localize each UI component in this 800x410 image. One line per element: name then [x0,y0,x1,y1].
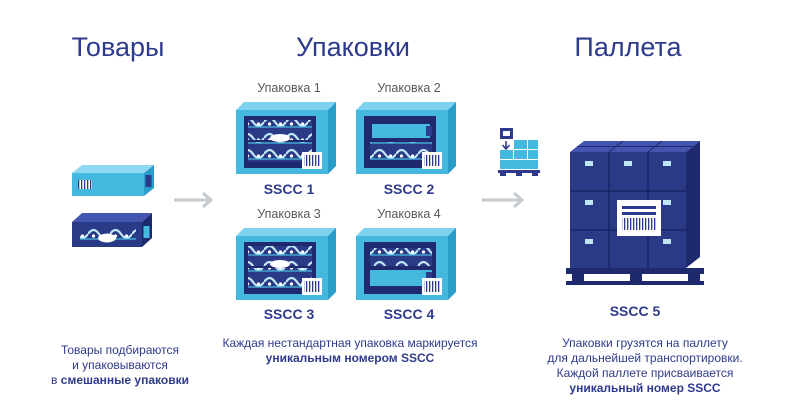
package-4-label: Упаковка 4 [377,207,441,221]
product-box-navy [72,213,152,247]
package-1-sscc: SSCC 1 [263,181,315,197]
caption-goods: Товары подбираются и упаковываются в сме… [30,343,210,388]
caption-goods-line-2: и упаковываются [72,358,168,372]
heading-goods: Товары [71,32,165,62]
loading-pallet-icon [498,128,540,176]
caption-goods-line-3: в смешанные упаковки [51,373,189,387]
caption-pallet-line-3: Каждой паллете присваивается [556,366,734,380]
heading-packages: Упаковки [296,32,410,62]
package-3-label: Упаковка 3 [257,207,321,221]
pallet-sscc: SSCC 5 [609,303,661,319]
caption-pallet-line-4: уникальный номер SSCC [569,381,721,395]
package-3-box [236,228,336,300]
heading-pallet: Паллета [574,32,682,62]
package-grid [236,102,456,300]
product-box-cyan [72,165,154,196]
arrow-packages-to-pallet [482,191,525,209]
package-3-sscc: SSCC 3 [263,306,315,322]
package-1-label: Упаковка 1 [257,81,321,95]
caption-goods-line-1: Товары подбираются [60,343,180,357]
caption-packages: Каждая нестандартная упаковка маркируетс… [220,336,480,366]
package-4-sscc: SSCC 4 [383,306,435,322]
package-2-label: Упаковка 2 [377,81,441,95]
caption-pallet-line-2: для дальнейшей транспортировки. [547,351,743,365]
caption-pallet-line-1: Упаковки грузятся на паллету [562,336,728,350]
package-2-box [356,102,456,174]
pallet-illustration [566,140,704,285]
arrow-goods-to-packages [174,191,214,209]
package-4-box [356,228,456,300]
caption-packages-line-1: Каждая нестандартная упаковка маркируетс… [222,336,478,350]
package-1-box [236,102,336,174]
package-2-sscc: SSCC 2 [383,181,435,197]
caption-packages-line-2: уникальным номером SSCC [265,351,435,365]
caption-pallet: Упаковки грузятся на паллету для дальней… [535,336,755,396]
